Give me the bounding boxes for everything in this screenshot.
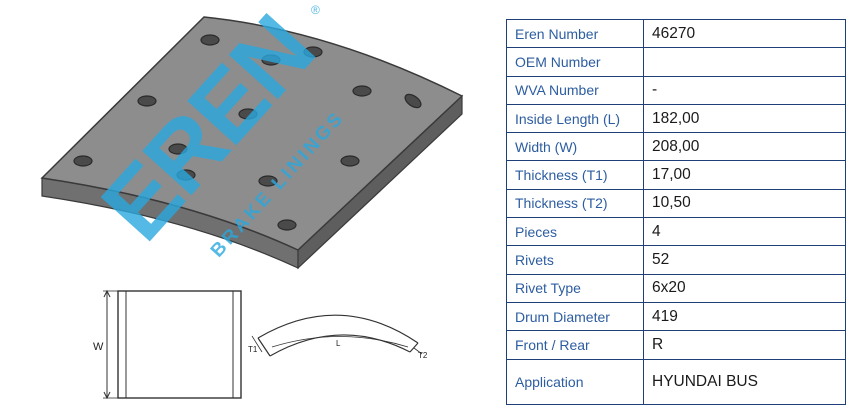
spec-label-rivets: Rivets [506,245,644,275]
spec-label-application: Application [506,358,644,405]
spec-row: Front / Rear R [506,330,846,360]
rivet-hole [200,34,220,46]
rivet-hole [176,169,196,181]
spec-label-eren-number: Eren Number [506,18,644,49]
spec-row: Application HYUNDAI BUS [506,358,846,405]
registered-mark: ® [311,3,320,17]
length-diagram [251,314,423,357]
rivet-hole [168,143,188,155]
spec-value-application: HYUNDAI BUS [643,358,846,405]
spec-value-rivets: 52 [643,245,846,275]
thickness2-label: T2 [418,351,428,360]
spec-label-drum-diameter: Drum Diameter [506,301,644,332]
rivet-hole [352,85,372,97]
spec-row: Width (W) 208,00 [506,132,846,162]
rivet-hole [238,108,258,120]
rivet-holes [73,34,422,231]
spec-row: Rivets 52 [506,245,846,275]
spec-value-width: 208,00 [643,132,846,162]
arc-outer [257,314,419,344]
product-illustration: EREN BRAKE LININGS ® W L T1 T2 [40,0,464,400]
rivet-hole [73,155,93,167]
lining-front-rect [117,290,242,399]
spec-label-rivet-type: Rivet Type [506,273,644,303]
arc-end-left [257,337,271,357]
spec-row: Inside Length (L) 182,00 [506,103,846,134]
spec-label-oem-number: OEM Number [506,47,644,77]
rivet-hole [258,175,278,187]
spec-value-wva-number: - [643,75,846,105]
spec-value-inside-length: 182,00 [643,103,846,134]
spec-value-thickness-t1: 17,00 [643,160,846,190]
spec-value-oem-number [643,47,846,77]
t2-tick [413,347,423,355]
width-arrow-bottom [103,391,111,400]
spec-label-front-rear: Front / Rear [506,330,644,360]
rivet-hole [261,54,281,66]
spec-label-width: Width (W) [506,132,644,162]
brake-lining-3d-view [40,16,464,270]
spec-label-thickness-t2: Thickness (T2) [506,188,644,219]
width-diagram [103,289,242,400]
arc-end-right [409,342,419,353]
spec-value-rivet-type: 6x20 [643,273,846,303]
rivet-hole [303,46,323,58]
spec-label-inside-length: Inside Length (L) [506,103,644,134]
spec-row: Pieces 4 [506,217,846,247]
spec-label-thickness-t1: Thickness (T1) [506,160,644,190]
spec-label-pieces: Pieces [506,217,644,247]
spec-row: Thickness (T1) 17,00 [506,160,846,190]
spec-row: Rivet Type 6x20 [506,273,846,303]
rivet-hole [404,93,422,109]
t1-tick [251,335,263,353]
rivet-hole [340,155,360,167]
spec-table: Eren Number 46270 OEM Number WVA Number … [506,18,846,405]
spec-value-pieces: 4 [643,217,846,247]
length-dimension-line [271,336,409,348]
spec-value-thickness-t2: 10,50 [643,188,846,219]
rivet-hole [137,95,157,107]
spec-value-front-rear: R [643,330,846,360]
spec-value-eren-number: 46270 [643,18,846,49]
spec-row: Eren Number 46270 [506,18,846,49]
spec-row: Thickness (T2) 10,50 [506,188,846,219]
rivet-hole [277,219,297,231]
spec-row: Drum Diameter 419 [506,301,846,332]
lining-top-surface [40,16,464,251]
length-label: L [336,339,341,348]
spec-row: OEM Number [506,47,846,77]
thickness1-label: T1 [248,345,258,354]
spec-label-wva-number: WVA Number [506,75,644,105]
width-label: W [93,341,104,353]
spec-row: WVA Number - [506,75,846,105]
spec-value-drum-diameter: 419 [643,301,846,332]
arc-inner [269,334,411,357]
width-arrow-top [103,289,111,298]
